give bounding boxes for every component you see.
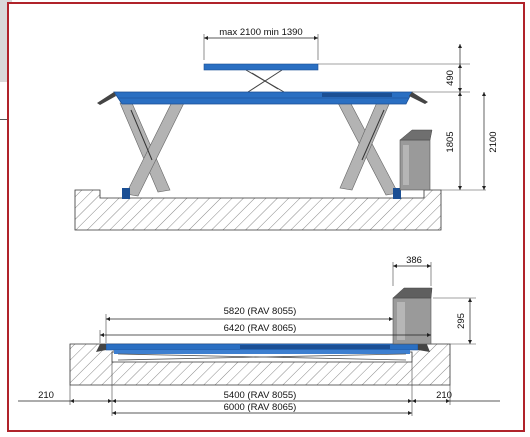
side-rams: [130, 109, 385, 161]
side-foot-right: [393, 188, 401, 199]
dim-platform-travel: max 2100 min 1390: [203, 27, 319, 60]
side-control-box: [399, 129, 433, 191]
dim-295-label: 295: [456, 313, 467, 329]
dim-1805-label: 1805: [445, 131, 456, 152]
side-upper-platform: [203, 63, 319, 71]
dim-210-left-label: 210: [38, 390, 54, 401]
dim-490-label: 490: [445, 70, 456, 86]
dim-top-label: max 2100 min 1390: [219, 27, 302, 38]
dim-box-height: 295: [433, 297, 476, 345]
pit-control-box: [392, 287, 433, 345]
side-view: max 2100 min 1390 490 1805 2100: [74, 27, 499, 231]
top-view: 386 295 5820 (RAV 8055) 6420 (RAV 8065): [18, 255, 500, 416]
dim-lengths-top: 5820 (RAV 8055) 6420 (RAV 8065): [99, 306, 431, 343]
side-upper-scissor: [245, 69, 285, 93]
side-scissor: [119, 99, 399, 197]
dim-5400-label: 5400 (RAV 8055): [224, 390, 297, 401]
dim-box-width: 386: [392, 255, 432, 286]
dim-210-right-label: 210: [436, 390, 452, 401]
dim-6420-label: 6420 (RAV 8065): [224, 323, 297, 334]
page-rule: [0, 119, 12, 120]
dim-lengths-bottom: 5400 (RAV 8055) 6000 (RAV 8065) 210 210: [18, 385, 500, 416]
dim-6000-label: 6000 (RAV 8065): [224, 402, 297, 413]
side-foot-left: [122, 188, 130, 199]
dim-heights: 490 1805 2100: [318, 44, 499, 190]
dim-2100-label: 2100: [488, 131, 499, 152]
dim-5820-label: 5820 (RAV 8055): [224, 306, 297, 317]
dim-386-label: 386: [406, 255, 422, 266]
pit-lift: [96, 342, 430, 361]
